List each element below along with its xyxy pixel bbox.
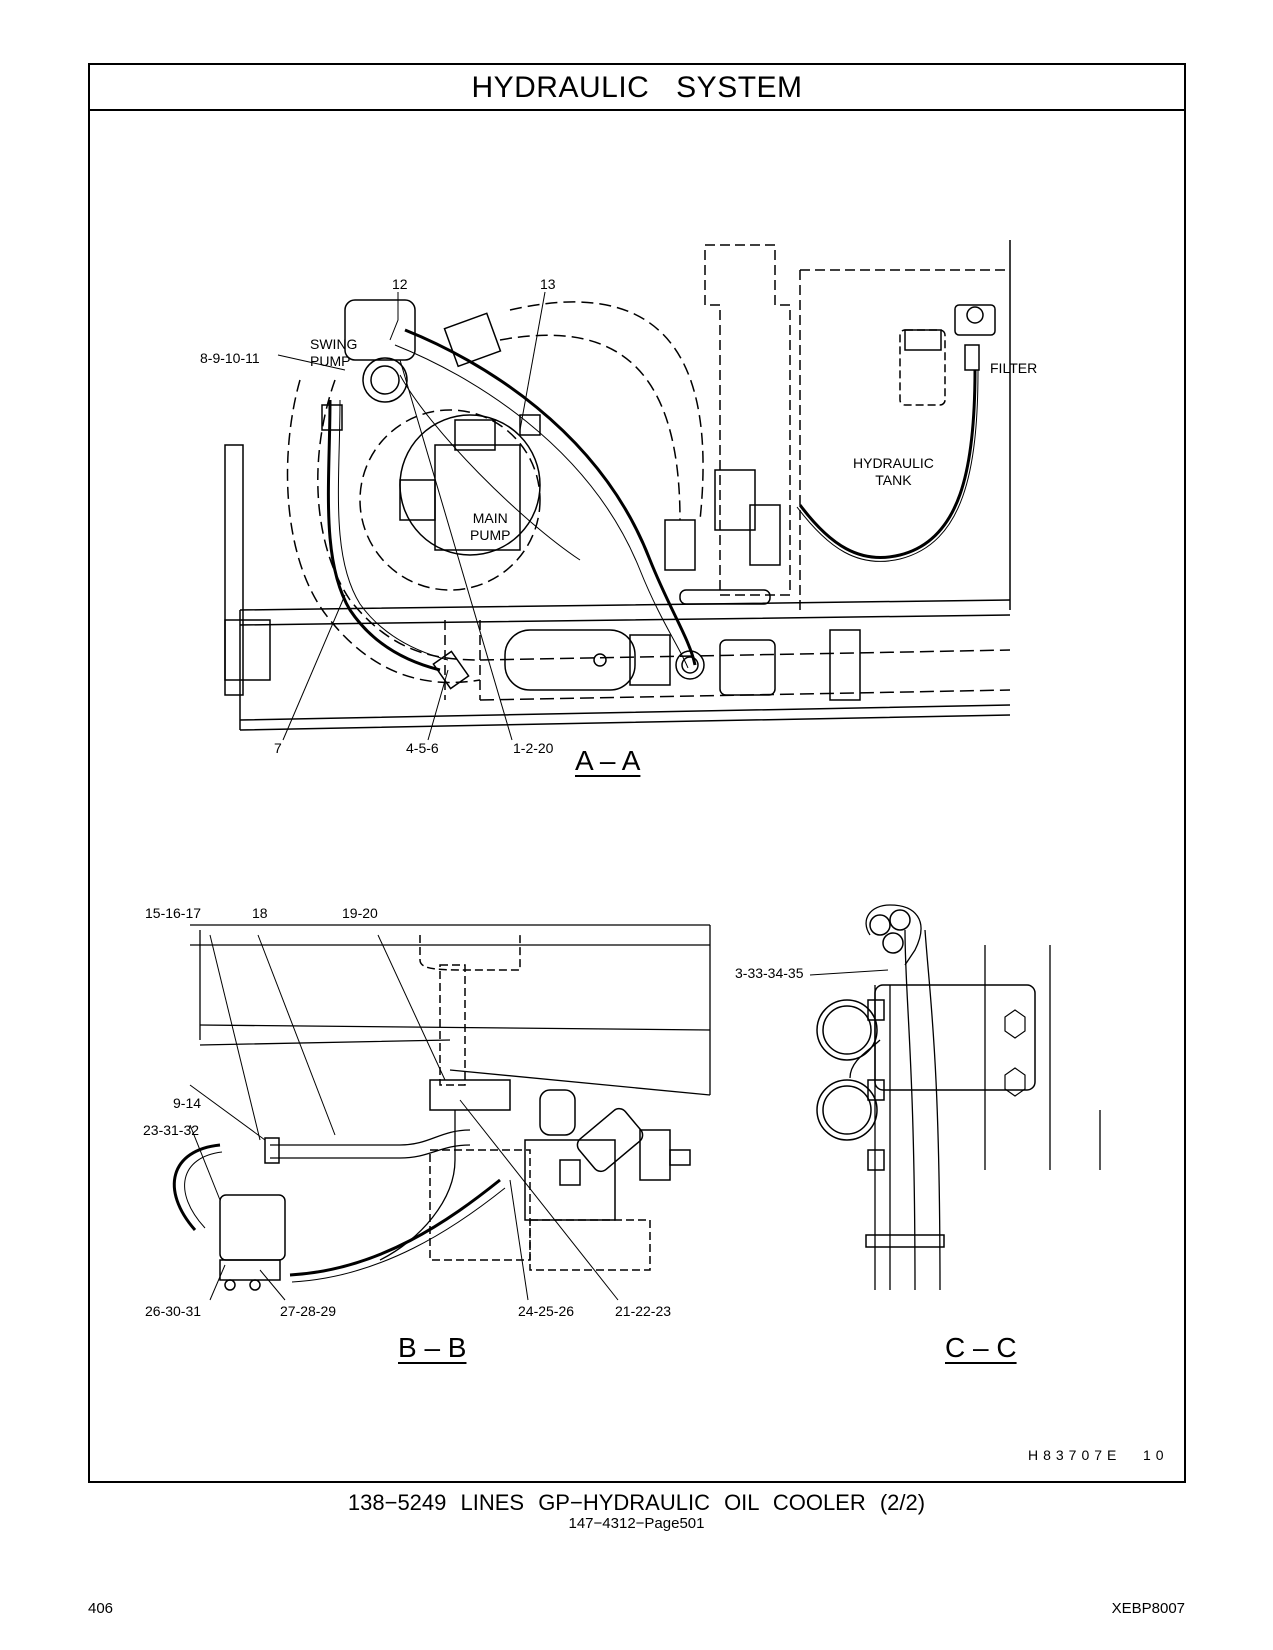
- view-bb-title: B – B: [398, 1332, 467, 1363]
- callout-23-31-32: 23-31-32: [143, 1122, 200, 1138]
- callout-19-20: 19-20: [342, 905, 378, 921]
- callout-27-28-29: 27-28-29: [280, 1303, 337, 1319]
- figure-reference: 147−4312−Page501: [568, 1515, 705, 1532]
- drawing-number: H83707E: [1028, 1447, 1122, 1463]
- callout-15-16-17: 15-16-17: [145, 905, 202, 921]
- hydraulic-tank-label: HYDRAULIC TANK: [853, 455, 934, 488]
- swing-pump-label: SWING PUMP: [310, 336, 358, 369]
- view-aa-drawing: [224, 240, 1011, 741]
- callout-18: 18: [252, 905, 268, 921]
- view-aa-title: A – A: [575, 745, 641, 776]
- filter-label: FILTER: [990, 360, 1038, 376]
- diagram-frame: HYDRAULIC SYSTEM: [88, 63, 1186, 1483]
- drawing-revision: 10: [1143, 1447, 1169, 1463]
- figure-caption: 138−5249 LINES GP−HYDRAULIC OIL COOLER (…: [347, 1490, 926, 1515]
- view-cc-drawing: [809, 904, 1101, 1291]
- callout-4-5-6: 4-5-6: [406, 740, 439, 756]
- callout-7: 7: [274, 740, 282, 756]
- title-bar: HYDRAULIC SYSTEM: [90, 65, 1184, 111]
- callout-12: 12: [392, 276, 408, 292]
- document-code: XEBP8007: [1111, 1600, 1185, 1617]
- page-title: HYDRAULIC SYSTEM: [471, 71, 803, 104]
- callout-13: 13: [540, 276, 556, 292]
- main-pump-label: MAIN PUMP: [470, 510, 511, 543]
- callout-24-25-26: 24-25-26: [518, 1303, 575, 1319]
- callout-1-2-20: 1-2-20: [513, 740, 554, 756]
- view-bb-drawing: [172, 924, 711, 1301]
- callout-8-9-10-11: 8-9-10-11: [200, 350, 260, 366]
- callout-21-22-23: 21-22-23: [615, 1303, 672, 1319]
- view-cc-title: C – C: [945, 1332, 1017, 1363]
- callout-26-30-31: 26-30-31: [145, 1303, 202, 1319]
- callout-9-14: 9-14: [173, 1095, 202, 1111]
- page-number: 406: [88, 1600, 114, 1617]
- callout-3-33-34-35: 3-33-34-35: [735, 965, 804, 981]
